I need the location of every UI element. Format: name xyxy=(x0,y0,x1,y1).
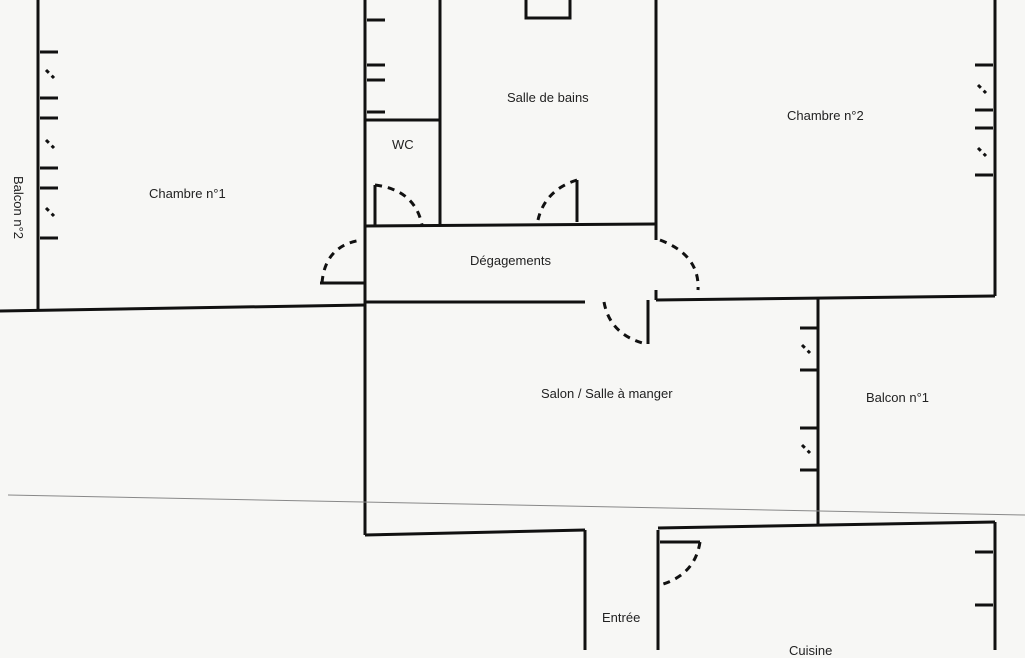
room-label-balcon2: Balcon n°2 xyxy=(11,176,26,240)
room-label-wc: WC xyxy=(392,137,414,152)
room-label-entree: Entrée xyxy=(602,610,641,625)
room-label-salon: Salon / Salle à manger xyxy=(541,386,673,401)
room-label-degagements: Dégagements xyxy=(470,253,551,268)
walls xyxy=(0,0,997,650)
room-label-salle-de-bains: Salle de bains xyxy=(507,90,589,105)
room-label-chambre2: Chambre n°2 xyxy=(787,108,864,123)
room-label-cuisine: Cuisine xyxy=(789,643,833,658)
door-swings xyxy=(320,178,702,587)
room-label-balcon1: Balcon n°1 xyxy=(866,390,930,405)
room-label-chambre1: Chambre n°1 xyxy=(149,186,226,201)
faint-line xyxy=(7,494,1025,516)
windows xyxy=(40,0,993,607)
